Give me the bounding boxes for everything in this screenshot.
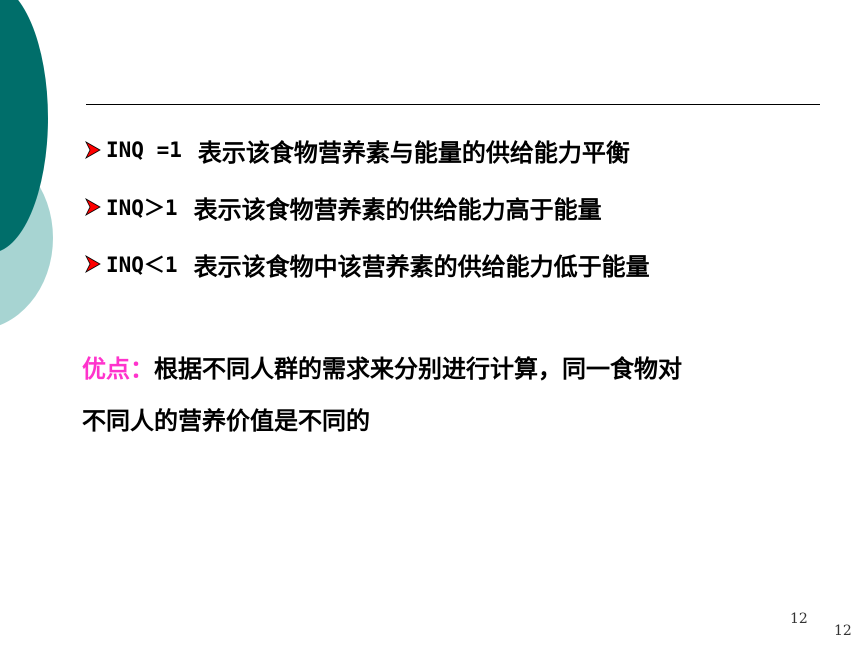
bullet-item-inq-equal: INQ =1 表示该食物营养素与能量的供给能力平衡 bbox=[84, 133, 630, 167]
arrow-bullet-icon bbox=[85, 197, 101, 217]
advantage-line-1: 优点： 根据不同人群的需求来分别进行计算，同一食物对 bbox=[82, 349, 822, 383]
bullet-text: 表示该食物营养素与能量的供给能力平衡 bbox=[197, 138, 630, 167]
bullet-item-inq-less: INQ＜1 表示该食物中该营养素的供给能力低于能量 bbox=[84, 247, 650, 281]
advantage-text-2: 不同人的营养价值是不同的 bbox=[82, 406, 370, 435]
arrow-bullet-icon bbox=[85, 140, 101, 160]
bullet-code: INQ＜1 bbox=[106, 253, 178, 277]
decoration-dark-circle bbox=[0, 0, 48, 251]
advantage-line-2: 不同人的营养价值是不同的 bbox=[82, 401, 822, 435]
corner-decoration bbox=[0, 0, 53, 326]
bullet-text: 表示该食物中该营养素的供给能力低于能量 bbox=[193, 252, 650, 281]
page-number-outer: 12 bbox=[834, 623, 852, 639]
arrow-bullet-icon bbox=[85, 254, 101, 274]
title-divider bbox=[86, 104, 820, 105]
bullet-item-inq-greater: INQ＞1 表示该食物营养素的供给能力高于能量 bbox=[84, 190, 602, 224]
bullet-code: INQ =1 bbox=[106, 138, 182, 162]
bullet-code: INQ＞1 bbox=[106, 196, 178, 220]
advantage-label: 优点： bbox=[82, 354, 154, 383]
bullet-text: 表示该食物营养素的供给能力高于能量 bbox=[193, 195, 602, 224]
advantage-text-1: 根据不同人群的需求来分别进行计算，同一食物对 bbox=[154, 354, 682, 383]
page-number-inner: 12 bbox=[790, 611, 808, 627]
